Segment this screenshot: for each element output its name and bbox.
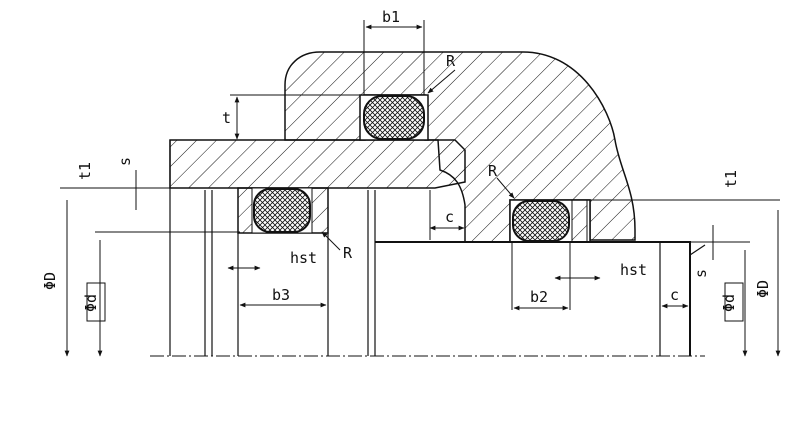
label-hst-left: hst <box>290 249 317 267</box>
rod-part <box>169 139 466 189</box>
label-phiD-left: ΦD <box>41 272 59 290</box>
label-t1-right: t1 <box>722 170 740 188</box>
label-b3: b3 <box>272 286 290 304</box>
label-r-top: R <box>446 52 456 70</box>
label-s-right: s <box>692 269 710 278</box>
label-t: t <box>222 109 231 127</box>
label-phiD-right: ΦD <box>754 280 772 298</box>
right-o-ring <box>512 200 570 242</box>
label-c-right: c <box>670 286 679 304</box>
label-r-mid: R <box>488 162 498 180</box>
top-o-ring <box>363 95 425 140</box>
right-backup <box>571 199 588 243</box>
label-t1-left: t1 <box>76 162 94 180</box>
label-c-mid: c <box>445 208 454 226</box>
left-o-ring <box>253 188 311 233</box>
label-hst-right: hst <box>620 261 647 279</box>
label-b1: b1 <box>382 8 400 26</box>
label-s-left: s <box>116 157 134 166</box>
label-phid-left: Φd <box>82 294 100 312</box>
label-phid-right: Φd <box>720 294 738 312</box>
label-b2: b2 <box>530 288 548 306</box>
label-r-left: R <box>343 244 353 262</box>
